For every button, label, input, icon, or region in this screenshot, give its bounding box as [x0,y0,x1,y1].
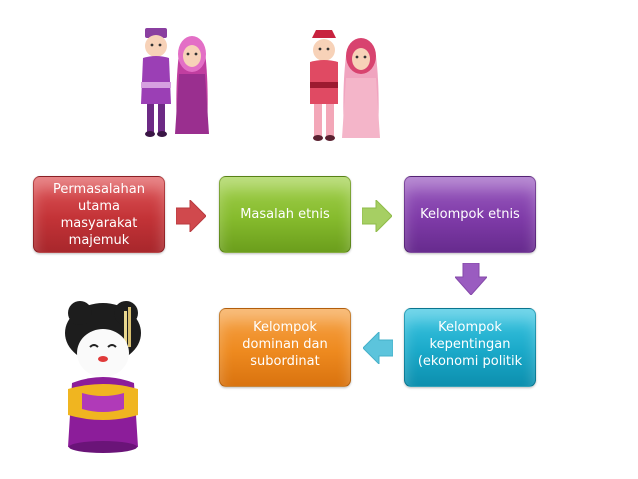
box-kelompok-etnis: Kelompok etnis [404,176,536,253]
box-masalah-etnis-label: Masalah etnis [240,207,330,222]
arrow-right-red [176,200,206,232]
box-kelompok-kepentingan: Kelompok kepentingan (ekonomi politik [404,308,536,387]
box-permasalahan-utama: Permasalahan utama masyarakat majemuk [33,176,165,253]
box-kelompok-dominan-label: Kelompok dominan dan subordinat [242,320,328,369]
box-kelompok-dominan: Kelompok dominan dan subordinat [219,308,351,387]
box-permasalahan-utama-label: Permasalahan utama masyarakat majemuk [53,181,145,248]
doll-illustration [65,301,141,453]
box-kelompok-kepentingan-label: Kelompok kepentingan (ekonomi politik [417,320,523,369]
arrow-left-cyan [363,332,393,364]
box-masalah-etnis: Masalah etnis [219,176,351,253]
arrow-right-green [362,200,392,232]
couple-purple-illustration [141,28,209,137]
couple-pink-illustration [310,30,380,141]
box-kelompok-etnis-label: Kelompok etnis [420,207,520,222]
arrow-down-purple [455,263,487,295]
